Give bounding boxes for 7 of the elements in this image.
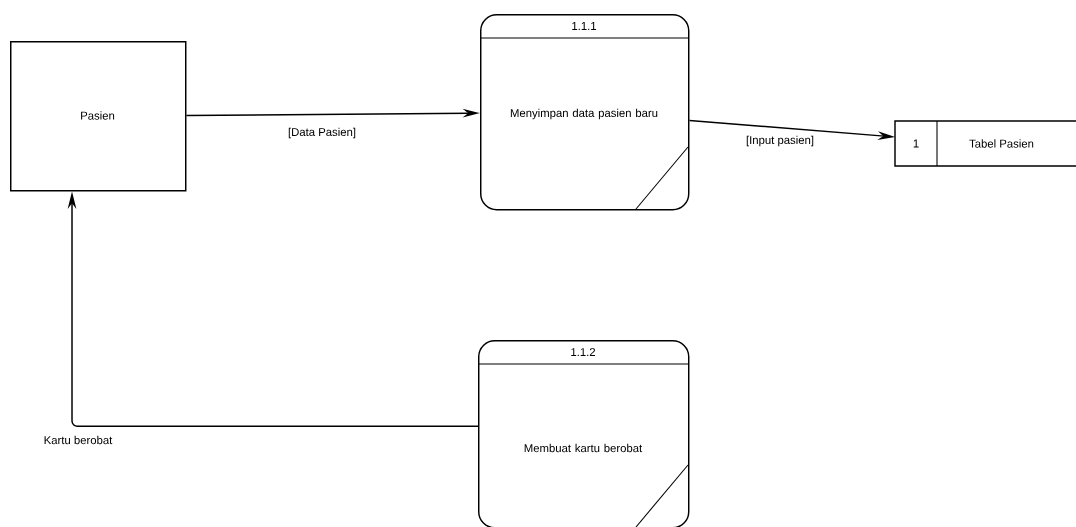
edge-label: [Data Pasien] bbox=[288, 127, 356, 139]
process-box: 1.1.2 Membuat kartu berobat bbox=[477, 340, 690, 527]
data-store: 1 Tabel Pasien bbox=[894, 120, 1076, 167]
edge-label: [Input pasien] bbox=[746, 135, 814, 147]
process-box: 1.1.1 Menyimpan data pasien baru bbox=[479, 14, 690, 211]
entity-box: Pasien bbox=[10, 41, 187, 192]
edge-label: Kartu berobat bbox=[44, 435, 113, 445]
